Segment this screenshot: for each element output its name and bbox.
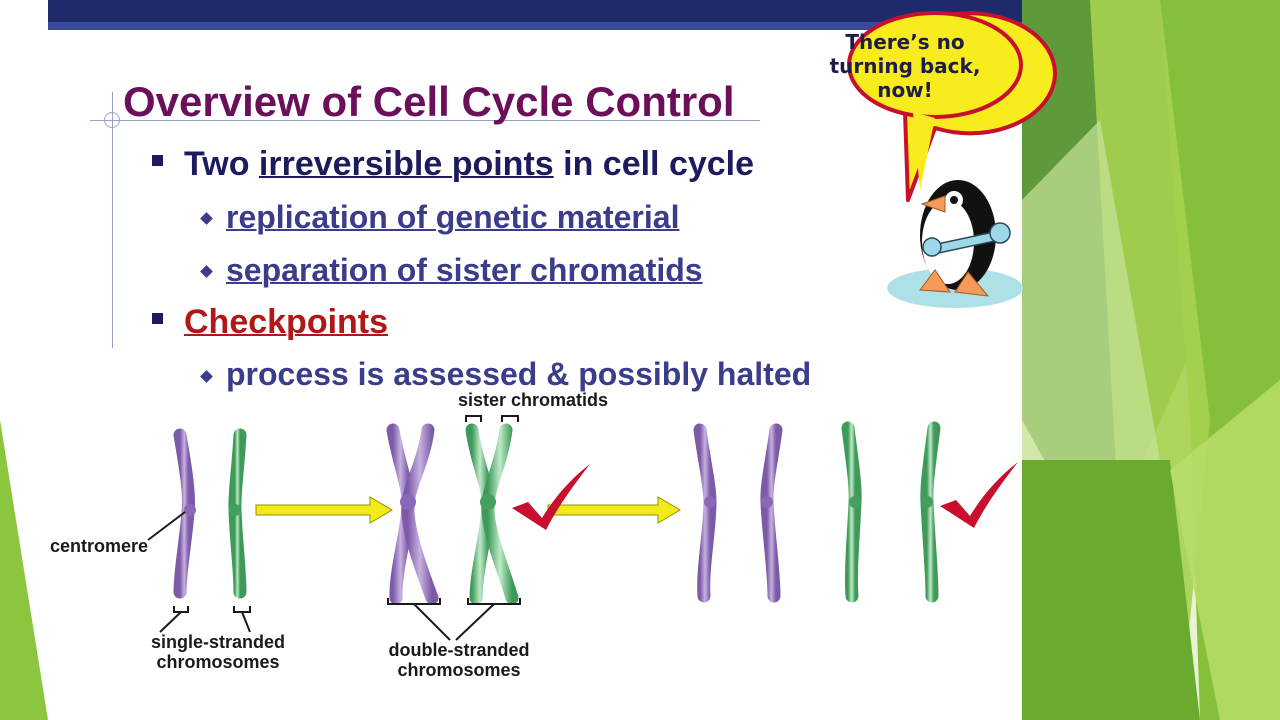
checkmark-icon bbox=[512, 464, 590, 530]
irreversible-points-link[interactable]: irreversible points bbox=[258, 145, 554, 183]
header-bar bbox=[48, 0, 1022, 22]
separated-chromatids bbox=[693, 421, 941, 603]
speech-bubble-text: There’s no turning back, now! bbox=[820, 30, 990, 102]
slide-title: Overview of Cell Cycle Control bbox=[123, 78, 735, 125]
label-line: chromosomes bbox=[397, 660, 521, 680]
penguin-icon bbox=[887, 180, 1023, 308]
guide-line-horizontal bbox=[90, 120, 760, 121]
square-bullet-icon bbox=[152, 313, 163, 324]
guide-line-vertical bbox=[112, 92, 113, 348]
slide-canvas: Overview of Cell Cycle Control Two irrev… bbox=[48, 0, 1022, 682]
subbullet-process-assessed: process is assessed & possibly halted bbox=[226, 356, 812, 392]
arrow-right-icon bbox=[255, 496, 393, 524]
bullet-text-suffix: in cell cycle bbox=[553, 145, 755, 183]
speech-line: turning back, bbox=[829, 54, 981, 78]
wrench-icon bbox=[922, 222, 1011, 257]
label-line: double-stranded bbox=[388, 640, 530, 660]
label-sister-chromatids: sister chromatids bbox=[458, 390, 609, 410]
header-bar-accent bbox=[48, 22, 1022, 30]
bullet-text-prefix: Two bbox=[184, 145, 259, 183]
double-stranded-chromosomes bbox=[386, 423, 519, 605]
label-centromere: centromere bbox=[50, 536, 149, 556]
subbullet-replication-link[interactable]: replication of genetic material bbox=[226, 199, 680, 235]
label-double-stranded: double-stranded chromosomes bbox=[364, 640, 554, 680]
square-bullet-icon bbox=[152, 155, 163, 166]
arrow-right-icon bbox=[547, 496, 681, 524]
label-brackets bbox=[147, 415, 521, 641]
label-line: chromosomes bbox=[156, 652, 280, 672]
speech-line: There’s no bbox=[845, 30, 965, 54]
crosshair-icon bbox=[104, 112, 120, 128]
subbullet-separation-link[interactable]: separation of sister chromatids bbox=[226, 252, 703, 288]
single-stranded-chromosomes bbox=[173, 428, 247, 599]
speech-bubble bbox=[847, 11, 1057, 202]
label-single-stranded: single-stranded chromosomes bbox=[128, 632, 308, 672]
label-line: single-stranded bbox=[150, 632, 286, 652]
bullet-irreversible-points: Two irreversible points in cell cycle bbox=[184, 145, 754, 184]
checkpoints-link[interactable]: Checkpoints bbox=[184, 303, 389, 341]
checkmark-icon bbox=[940, 462, 1018, 528]
speech-line: now! bbox=[877, 78, 933, 102]
